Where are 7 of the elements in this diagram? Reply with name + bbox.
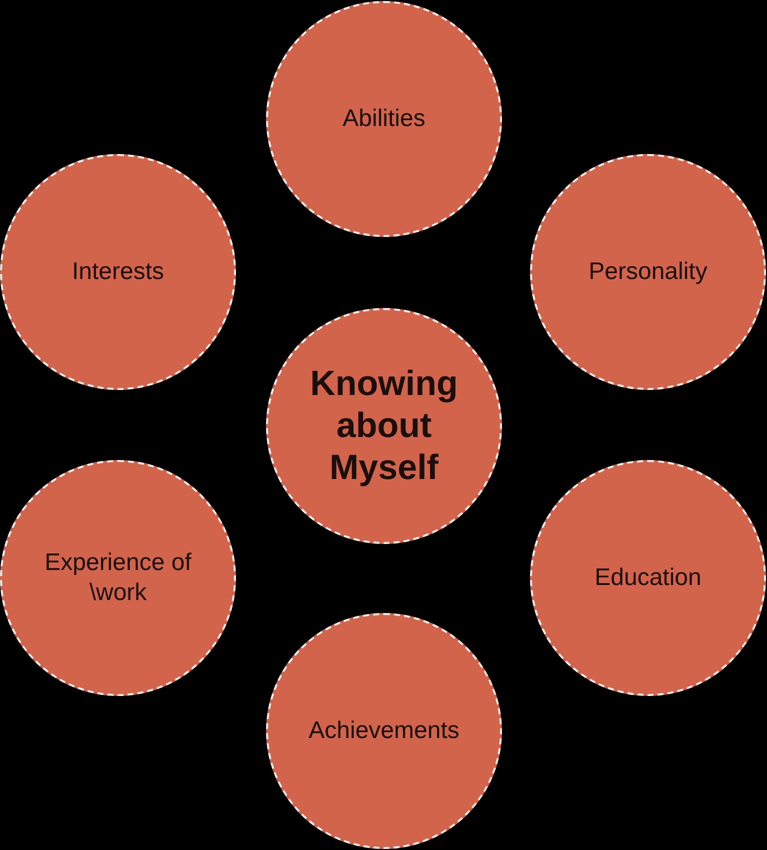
node-label: Education (594, 563, 702, 593)
node-label: Abilities (342, 104, 426, 134)
node-label: Achievements (308, 716, 460, 746)
node-label: Experience of \work (44, 548, 192, 608)
node-label: Knowing about Myself (309, 363, 459, 489)
node-label: Interests (72, 257, 164, 287)
node-label: Personality (588, 257, 708, 287)
